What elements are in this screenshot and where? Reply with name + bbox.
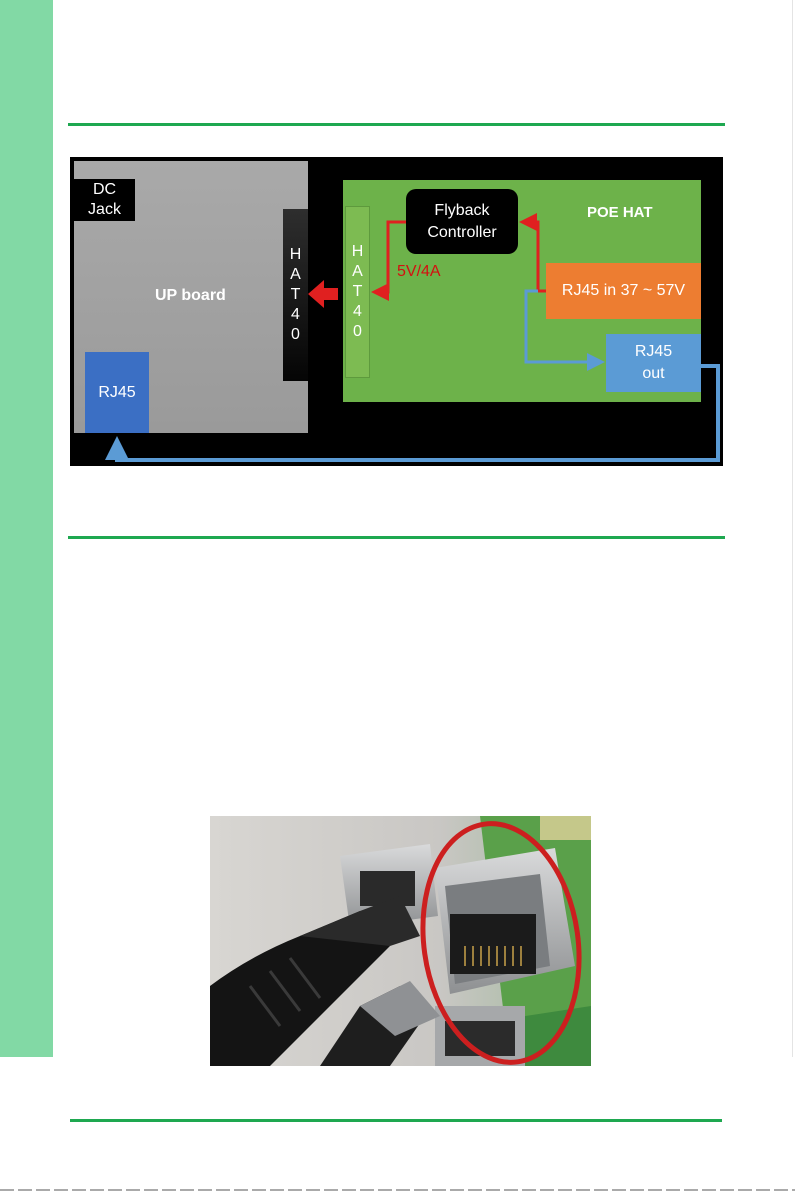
page-bottom-edge (0, 1189, 795, 1191)
input-power-arrow (522, 222, 546, 291)
page-edge (792, 0, 793, 1057)
ethernet-return-arrow (117, 366, 718, 460)
rj45-port-photo (210, 816, 591, 1066)
section-rule-bottom (70, 1119, 722, 1122)
ethernet-passthrough-arrow (526, 291, 602, 362)
section-rule-top (68, 123, 725, 126)
connection-arrows (70, 157, 723, 466)
section-rule-middle (68, 536, 725, 539)
poe-hat-block-diagram: DC Jack UP board RJ45 H A T 4 0 POE HAT … (70, 157, 723, 466)
page-sidebar (0, 0, 53, 1057)
hat-connection-arrow (308, 280, 338, 308)
power-path-arrow (374, 222, 406, 292)
rj45-photo-illustration (210, 816, 591, 1066)
